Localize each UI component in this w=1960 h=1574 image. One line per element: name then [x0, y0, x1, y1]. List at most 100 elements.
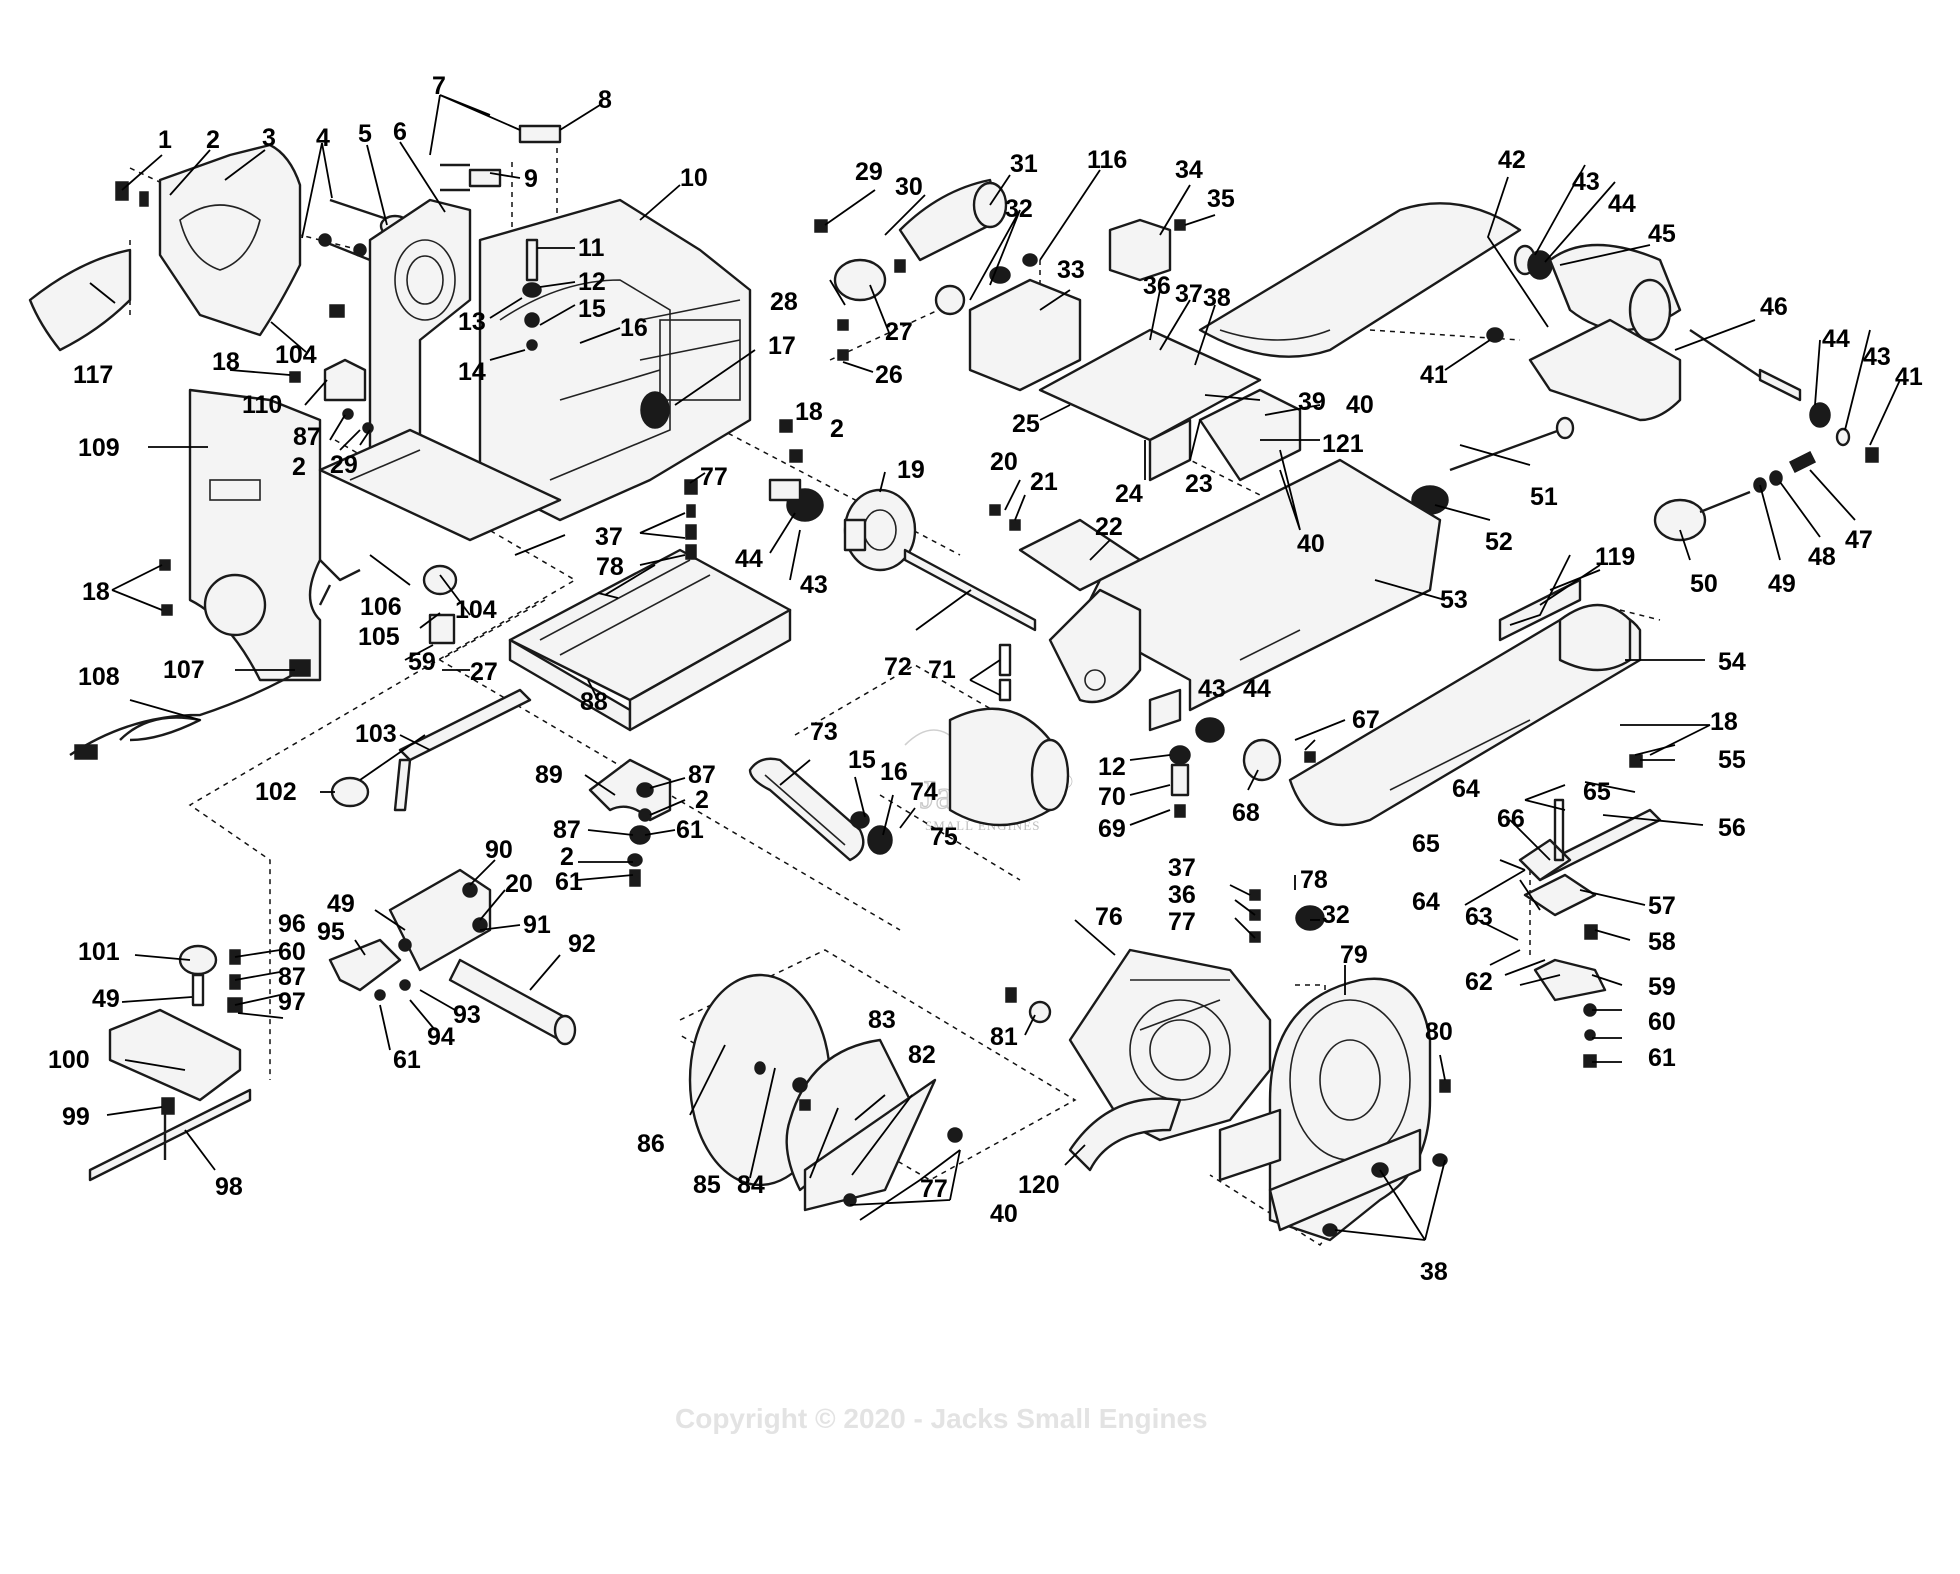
part-label-28: 28 — [770, 288, 798, 316]
part-label-24: 24 — [1115, 480, 1143, 508]
part-label-42: 42 — [1498, 146, 1526, 174]
part-label-87: 87 — [293, 423, 321, 451]
part-label-61: 61 — [1648, 1044, 1676, 1072]
part-label-29: 29 — [855, 158, 883, 186]
part-label-82: 82 — [908, 1041, 936, 1069]
part-label-12: 12 — [578, 268, 606, 296]
part-label-53: 53 — [1440, 586, 1468, 614]
part-label-45: 45 — [1648, 220, 1676, 248]
part-label-65: 65 — [1583, 778, 1611, 806]
part-label-1: 1 — [158, 126, 172, 154]
part-label-106: 106 — [360, 593, 402, 621]
part-label-92: 92 — [568, 930, 596, 958]
part-label-2e: 2 — [560, 843, 574, 871]
part-label-61b: 61 — [676, 816, 704, 844]
part-label-5: 5 — [358, 120, 372, 148]
part-label-87b: 87 — [688, 761, 716, 789]
part-label-65b: 65 — [1412, 830, 1440, 858]
part-label-104: 104 — [275, 341, 317, 369]
part-label-52: 52 — [1485, 528, 1513, 556]
part-label-32: 32 — [1005, 195, 1033, 223]
part-label-37c: 37 — [1168, 854, 1196, 882]
part-label-40c: 40 — [990, 1200, 1018, 1228]
part-label-56: 56 — [1718, 814, 1746, 842]
part-label-37b: 37 — [595, 523, 623, 551]
part-label-33: 33 — [1057, 256, 1085, 284]
part-label-22: 22 — [1095, 513, 1123, 541]
part-label-75: 75 — [930, 823, 958, 851]
part-label-25: 25 — [1012, 410, 1040, 438]
part-label-104b: 104 — [455, 596, 497, 624]
part-label-18b: 18 — [795, 398, 823, 426]
part-label-50: 50 — [1690, 570, 1718, 598]
part-label-76: 76 — [1095, 903, 1123, 931]
part-label-98: 98 — [215, 1173, 243, 1201]
part-label-77: 77 — [1168, 908, 1196, 936]
part-label-46: 46 — [1760, 293, 1788, 321]
part-label-60: 60 — [1648, 1008, 1676, 1036]
part-label-69: 69 — [1098, 815, 1126, 843]
part-label-10: 10 — [680, 164, 708, 192]
part-label-60b: 60 — [278, 938, 306, 966]
part-label-44: 44 — [1608, 190, 1636, 218]
part-label-2c: 2 — [830, 415, 844, 443]
part-label-78: 78 — [1300, 866, 1328, 894]
part-label-12b: 12 — [1098, 753, 1126, 781]
part-label-117: 117 — [73, 361, 113, 389]
part-label-86: 86 — [637, 1130, 665, 1158]
part-label-103: 103 — [355, 720, 397, 748]
part-label-89: 89 — [535, 761, 563, 789]
part-shapes — [28, 124, 1879, 1242]
part-label-43b: 43 — [800, 571, 828, 599]
part-label-74: 74 — [910, 778, 938, 806]
part-label-39: 39 — [1298, 388, 1326, 416]
part-label-43: 43 — [1572, 168, 1600, 196]
part-label-38b: 38 — [1420, 1258, 1448, 1286]
part-label-88: 88 — [580, 688, 608, 716]
part-label-29b: 29 — [330, 451, 358, 479]
part-label-14: 14 — [458, 358, 486, 386]
part-label-110: 110 — [242, 391, 282, 419]
part-label-61d: 61 — [393, 1046, 421, 1074]
part-label-34: 34 — [1175, 156, 1203, 184]
part-label-58: 58 — [1648, 928, 1676, 956]
part-label-95: 95 — [317, 918, 345, 946]
part-label-62: 62 — [1465, 968, 1493, 996]
part-label-15b: 15 — [848, 746, 876, 774]
part-label-81: 81 — [990, 1023, 1018, 1051]
part-label-36b: 36 — [1168, 881, 1196, 909]
part-label-9: 9 — [524, 165, 538, 193]
part-label-49: 49 — [1768, 570, 1796, 598]
part-label-100: 100 — [48, 1046, 90, 1074]
part-label-101: 101 — [78, 938, 120, 966]
part-label-16: 16 — [620, 314, 648, 342]
part-label-40b: 40 — [1297, 530, 1325, 558]
part-label-55: 55 — [1718, 746, 1746, 774]
part-label-47: 47 — [1845, 526, 1873, 554]
part-label-20: 20 — [990, 448, 1018, 476]
part-label-23: 23 — [1185, 470, 1213, 498]
part-label-116: 116 — [1087, 146, 1127, 174]
part-label-66: 66 — [1497, 805, 1525, 833]
part-label-77c: 77 — [920, 1175, 948, 1203]
part-number-labels: 1 2 3 4 5 6 7 8 9 10 11 12 13 14 15 16 1… — [48, 72, 1923, 1286]
part-label-21: 21 — [1030, 468, 1058, 496]
part-label-19: 19 — [897, 456, 925, 484]
part-label-83: 83 — [868, 1006, 896, 1034]
part-label-59: 59 — [1648, 973, 1676, 1001]
part-label-18c: 18 — [82, 578, 110, 606]
part-label-87c: 87 — [553, 816, 581, 844]
part-label-31: 31 — [1010, 150, 1038, 178]
part-label-108: 108 — [78, 663, 120, 691]
part-label-49c: 49 — [92, 985, 120, 1013]
part-label-71: 71 — [928, 656, 956, 684]
part-label-2: 2 — [206, 126, 220, 154]
part-label-54: 54 — [1718, 648, 1746, 676]
part-label-87d: 87 — [278, 963, 306, 991]
part-label-2b: 2 — [292, 453, 306, 481]
part-label-37: 37 — [1175, 280, 1203, 308]
part-label-96: 96 — [278, 910, 306, 938]
part-label-64b: 64 — [1412, 888, 1440, 916]
part-label-119: 119 — [1595, 543, 1635, 571]
